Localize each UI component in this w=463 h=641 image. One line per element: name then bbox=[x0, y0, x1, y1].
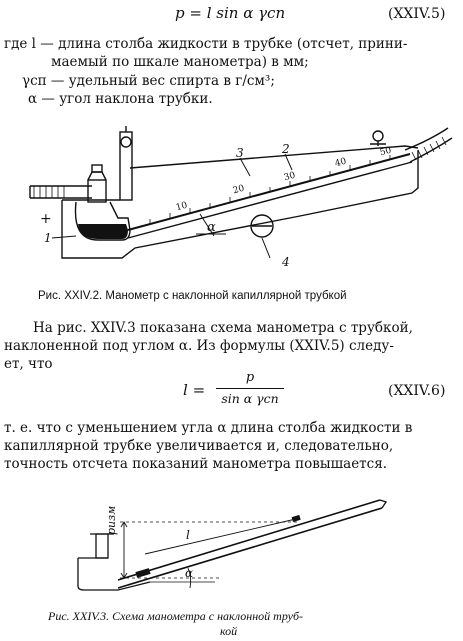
definition-gamma: γсп — удельный вес спирта в г/см³; bbox=[22, 73, 275, 89]
formula-xxiv-6-lhs: l = bbox=[183, 381, 206, 399]
fig3-label-p: pизм bbox=[105, 505, 118, 535]
hose-hatching bbox=[33, 136, 447, 198]
paragraph-1-line-3: ет, что bbox=[4, 356, 53, 372]
paragraph-1-line-1: На рис. XXIV.3 показана схема манометра … bbox=[33, 320, 413, 336]
formula-number-xxiv-5: (XXIV.5) bbox=[388, 6, 446, 22]
formula-xxiv-6-denominator: sin α γсп bbox=[221, 391, 279, 406]
fig2-plus-label: + bbox=[40, 211, 52, 227]
paragraph-2-line-3: точность отсчета показаний манометра пов… bbox=[4, 456, 388, 472]
formula-number-xxiv-6: (XXIV.6) bbox=[388, 383, 446, 399]
fig2-label-2: 2 bbox=[282, 142, 290, 156]
fig3-liquid-mark bbox=[135, 568, 151, 578]
fig3-meniscus-mark bbox=[291, 514, 301, 523]
fig2-label-1: 1 bbox=[44, 231, 52, 245]
paragraph-2-line-1: т. е. что с уменьшением угла α длина сто… bbox=[4, 420, 413, 436]
paragraph-2-line-2: капиллярной трубке увеличивается и, след… bbox=[4, 438, 394, 454]
definition-alpha: α — угол наклона трубки. bbox=[28, 91, 213, 107]
definition-l: где l — длина столба жидкости в трубке (… bbox=[4, 36, 408, 52]
fig2-label-3: 3 bbox=[236, 146, 244, 160]
figure-xxiv-3 bbox=[77, 499, 388, 591]
paragraph-1-line-2: наклоненной под углом α. Из формулы (XXI… bbox=[4, 338, 394, 354]
figure-xxiv-2 bbox=[29, 126, 453, 259]
fig2-caption: Рис. XXIV.2. Манометр с наклонной капилл… bbox=[38, 290, 347, 302]
fig3-caption-line-2: кой bbox=[220, 624, 238, 638]
formula-xxiv-6-bar bbox=[216, 388, 284, 389]
fig3-label-l: l bbox=[186, 528, 190, 542]
fig2-label-4: 4 bbox=[282, 255, 290, 269]
fig3-caption-line-1: Рис. XXIV.3. Схема манометра с наклонной… bbox=[48, 609, 304, 623]
formula-xxiv-6-numerator: p bbox=[245, 370, 255, 385]
fig2-label-alpha: α bbox=[207, 220, 216, 235]
definition-l-cont: маемый по шкале манометра) в мм; bbox=[51, 54, 309, 70]
scale-ticks bbox=[149, 155, 391, 224]
formula-xxiv-5: p = l sin α γсп bbox=[175, 4, 286, 22]
liquid-fill bbox=[78, 224, 128, 239]
fig3-label-alpha: α bbox=[185, 566, 194, 580]
